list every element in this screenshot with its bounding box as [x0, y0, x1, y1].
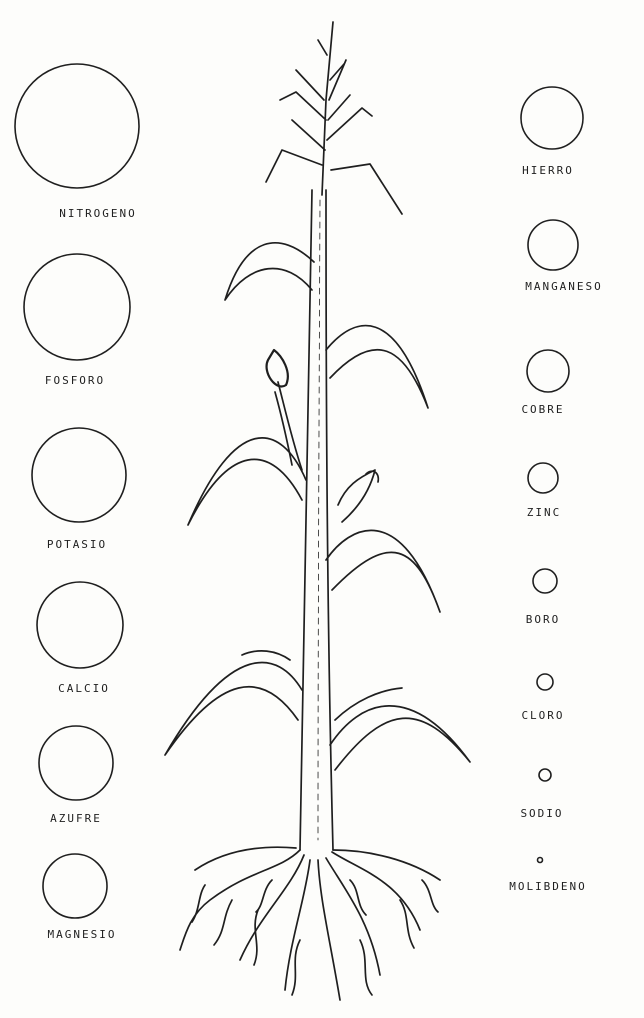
circle-zinc	[528, 463, 558, 493]
circle-azufre	[39, 726, 113, 800]
label-potasio: POTASIO	[47, 538, 107, 551]
label-manganeso: MANGANESO	[525, 280, 603, 293]
corn-plant-icon	[165, 22, 470, 1000]
label-fosforo: FOSFORO	[45, 374, 105, 387]
label-nitrogeno: NITROGENO	[59, 207, 137, 220]
circle-calcio	[37, 582, 123, 668]
circle-molibdeno	[538, 858, 543, 863]
label-sodio: SODIO	[520, 807, 563, 820]
label-zinc: ZINC	[527, 506, 562, 519]
circle-boro	[533, 569, 557, 593]
label-azufre: AZUFRE	[50, 812, 102, 825]
circle-manganeso	[528, 220, 578, 270]
label-cobre: COBRE	[521, 403, 564, 416]
circle-nitrogeno	[15, 64, 139, 188]
circle-hierro	[521, 87, 583, 149]
circle-cobre	[527, 350, 569, 392]
circle-potasio	[32, 428, 126, 522]
circle-magnesio	[43, 854, 107, 918]
label-molibdeno: MOLIBDENO	[509, 880, 587, 893]
label-boro: BORO	[526, 613, 561, 626]
circle-fosforo	[24, 254, 130, 360]
circle-sodio	[539, 769, 551, 781]
label-hierro: HIERRO	[522, 164, 574, 177]
label-cloro: CLORO	[521, 709, 564, 722]
circle-cloro	[537, 674, 553, 690]
label-calcio: CALCIO	[58, 682, 110, 695]
label-magnesio: MAGNESIO	[48, 928, 117, 941]
